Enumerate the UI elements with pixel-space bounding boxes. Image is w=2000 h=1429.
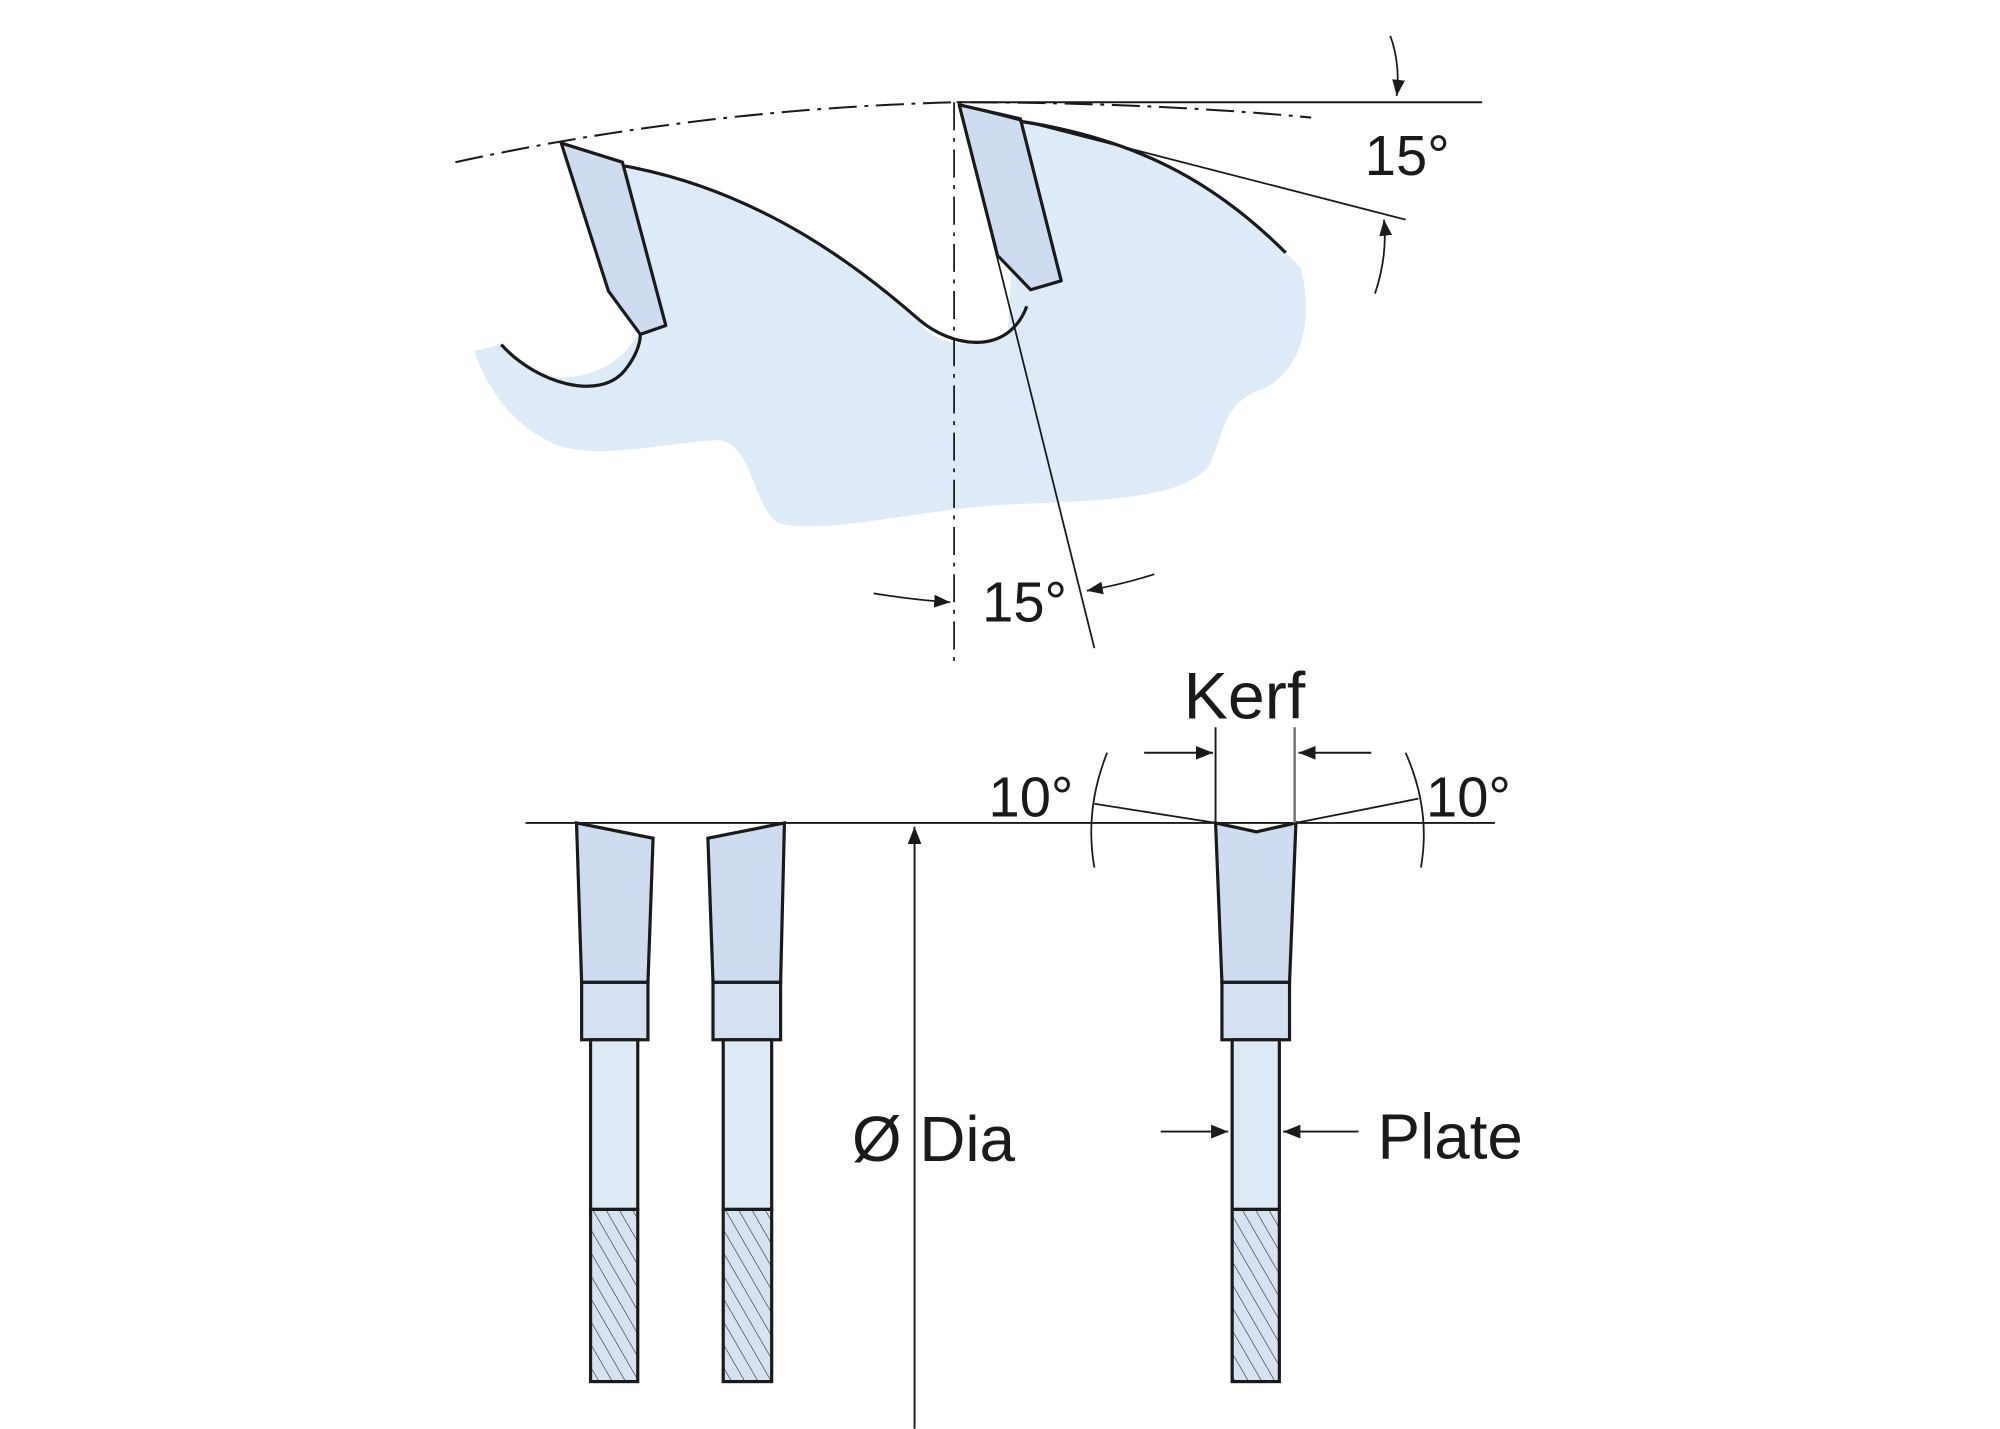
hook-arrow-left [873, 592, 951, 608]
gullet-curve-left [500, 334, 642, 388]
tooth-back-curve [624, 164, 1029, 344]
bevel-arc-left [1090, 752, 1108, 868]
hook-arrow-right [1086, 573, 1155, 595]
outer-diameter-arc [455, 101, 1312, 164]
clearance-angle-label: 15° [1365, 124, 1450, 187]
angle-arrow-top-up [1374, 219, 1393, 294]
carbide-tooth-left [559, 141, 668, 336]
tooth-back-curve-right [1020, 119, 1287, 254]
tooth-profile-2 [706, 820, 787, 1384]
hook-angle-label: 15° [982, 570, 1067, 633]
bevel-line-left [1094, 802, 1216, 824]
angle-arrow-top-down [1389, 35, 1405, 96]
tooth-profile-3 [1213, 820, 1298, 1384]
plate-label: Plate [1378, 1100, 1523, 1172]
tooth-profile-1 [574, 820, 655, 1384]
bevel-angle-right-label: 10° [1426, 766, 1511, 829]
clearance-angle-line [958, 103, 1406, 221]
bevel-line-right [1295, 797, 1419, 824]
diameter-label: Ø Dia [852, 1103, 1016, 1175]
hook-angle-line [958, 104, 1096, 649]
kerf-label: Kerf [1184, 659, 1306, 733]
blade-body-shape [474, 118, 1306, 527]
bevel-angle-left-label: 10° [989, 766, 1074, 829]
bevel-arc-right [1404, 752, 1425, 868]
